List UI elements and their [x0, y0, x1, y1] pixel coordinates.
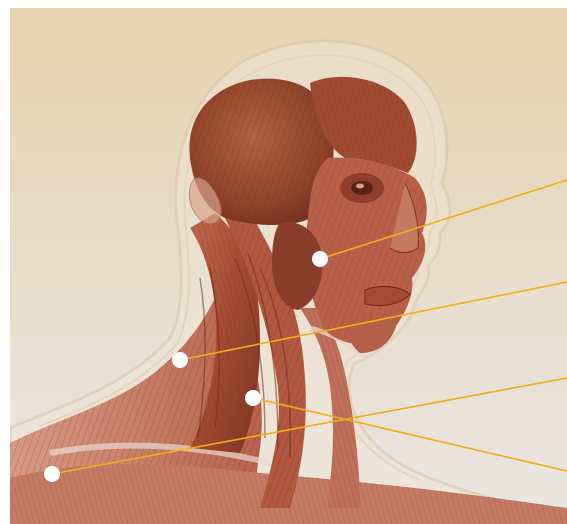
anatomy-illustration — [10, 8, 567, 524]
marker-cheek-masseter[interactable] — [312, 251, 328, 267]
marker-shoulder-trapezius[interactable] — [44, 466, 60, 482]
marker-neck-side[interactable] — [172, 352, 188, 368]
marker-neck-front[interactable] — [245, 390, 261, 406]
anatomy-image-frame — [10, 8, 567, 524]
eye-highlight — [356, 184, 364, 189]
